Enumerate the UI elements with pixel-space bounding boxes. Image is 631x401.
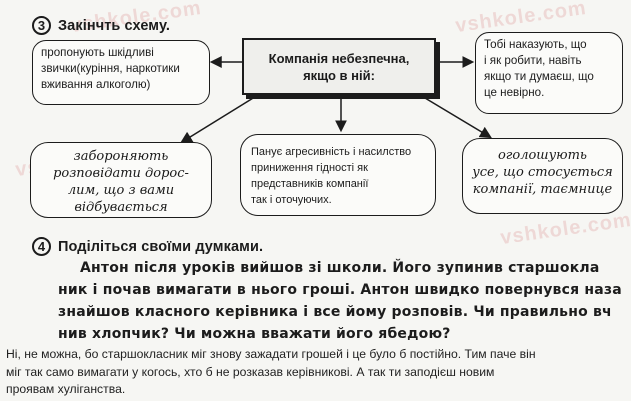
center-line1: Компанія небезпечна, — [268, 50, 410, 66]
task4-answer: Ні, не можна, бо старшокласник міг знову… — [6, 346, 628, 399]
scheme-box-bottom-right: оголошують усе, що стосується компанії, … — [462, 138, 623, 214]
task4-number: 4 — [32, 237, 51, 256]
task3-header: 3 Закінчть схему. — [32, 16, 170, 35]
task4-story: Антон після уроків вийшов зі школи. Його… — [58, 257, 631, 345]
box-line: пропонують шкідливі — [41, 46, 154, 59]
box-line: так і оточуючих. — [251, 194, 332, 206]
answer-line: міг так само вимагати у когось, хто б не… — [6, 364, 495, 379]
scheme-box-top-left: пропонують шкідливі звички(куріння, нарк… — [32, 40, 210, 105]
story-line: нив хлопчик? Чи можна вважати його ябедо… — [58, 326, 451, 342]
task4-title: Поділіться своїми думками. — [58, 238, 264, 255]
arrow-to-bottom-right — [419, 94, 492, 139]
task3-title: Закінчть схему. — [58, 17, 170, 34]
story-line: Антон після уроків вийшов зі школи. Його… — [80, 260, 600, 276]
box-line: розповідати дорос- — [53, 166, 189, 181]
story-line: ник і почав вимагати в нього гроші. Анто… — [58, 282, 622, 298]
box-line: і як робити, навіть — [484, 54, 582, 67]
box-line: Тобі наказують, що — [484, 38, 587, 51]
task3-number: 3 — [32, 16, 51, 35]
scheme-center-box: Компанія небезпечна, якщо в ній: — [242, 38, 436, 95]
answer-line: проявам хуліганства. — [6, 382, 126, 396]
task4-header: 4 Поділіться своїми думками. — [32, 237, 263, 256]
box-line: вживання алкоголю) — [41, 78, 151, 91]
box-line: це невірно. — [484, 86, 545, 99]
box-line: оголошують — [497, 148, 588, 163]
box-line: лим, що з вами — [67, 183, 175, 198]
story-line: знайшов класного керівника і все йому ро… — [58, 304, 612, 320]
box-line: забороняють — [73, 149, 169, 164]
arrow-to-bottom-left — [180, 94, 259, 144]
box-line: Панує агресивність і насилство — [251, 146, 412, 158]
scheme-box-bottom-middle: Панує агресивність і насилство приниженн… — [240, 134, 436, 216]
box-line: компанії, таємнице — [472, 182, 613, 197]
box-line: приниження гідності як — [251, 162, 368, 174]
center-line2: якщо в ній: — [303, 67, 375, 83]
box-line: усе, що стосується — [472, 165, 613, 180]
scheme-box-bottom-left: забороняють розповідати дорос- лим, що з… — [30, 142, 212, 218]
box-line: звички(куріння, наркотики — [41, 62, 180, 75]
box-line: відбувається — [74, 200, 168, 215]
box-line: представників компанії — [251, 178, 369, 190]
box-line: якщо ти думаєш, що — [484, 70, 594, 83]
scheme-box-top-right: Тобі наказують, що і як робити, навіть я… — [475, 32, 623, 114]
answer-line: Ні, не можна, бо старшокласник міг знову… — [6, 347, 536, 361]
